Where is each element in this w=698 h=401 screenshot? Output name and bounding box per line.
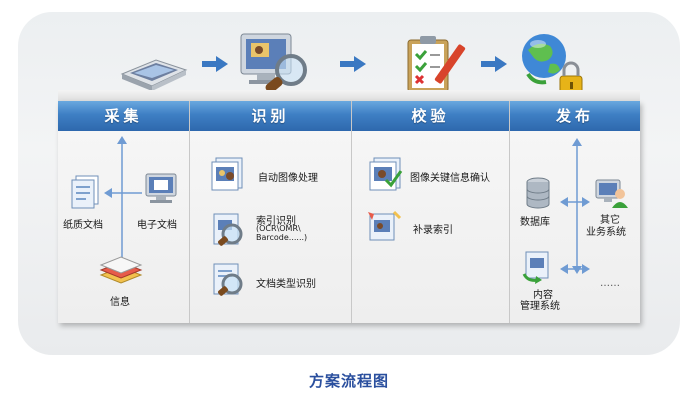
doc-type-icon: [213, 263, 243, 296]
label-electronic-doc: 电子文档: [137, 220, 177, 231]
key-info-icon: [369, 157, 403, 191]
diagram-caption: 方案流程图: [308, 372, 389, 390]
auto-image-icon: [211, 157, 243, 191]
globe-lock-icon: [522, 34, 583, 97]
column-header-recognize: 识别: [190, 101, 351, 131]
column-header-publish: 发布: [510, 101, 640, 131]
stage-arrow-2: [340, 56, 366, 72]
label-info: 信息: [110, 297, 130, 308]
top-shelf: [58, 90, 640, 102]
label-database: 数据库: [520, 217, 550, 228]
column-collect: 采集: [58, 101, 190, 323]
label-paper-doc: 纸质文档: [63, 220, 103, 231]
label-key-info: 图像关键信息确认: [410, 173, 490, 184]
label-auto-image: 自动图像处理: [258, 173, 318, 184]
stage-arrow-1: [202, 56, 228, 72]
database-icon: [526, 177, 550, 209]
label-other-line1: 其它: [600, 215, 620, 226]
column-header-verify: 校验: [352, 101, 509, 131]
label-supplement: 补录索引: [413, 225, 453, 236]
supplement-index-icon: [368, 210, 402, 241]
electronic-doc-icon: [145, 173, 177, 203]
collect-vertical-arrow: [117, 136, 127, 258]
column-publish: 发布: [510, 101, 640, 323]
label-index-line3: Barcode......): [256, 233, 308, 242]
monitor-magnifier-icon: [240, 33, 307, 93]
publish-horizontal-arrow-bottom: [560, 264, 590, 274]
collect-horizontal-arrow: [104, 188, 142, 198]
label-content-line1: 内容: [533, 290, 553, 301]
content-system-icon: [522, 251, 549, 284]
index-recognition-icon: [213, 213, 243, 246]
other-system-icon: [595, 179, 628, 208]
clipboard-check-icon: [407, 36, 466, 93]
label-index-line2: (OCR\OMR\: [256, 224, 301, 233]
stage-arrow-3: [481, 56, 507, 72]
flow-board: 采集 识别 校验 发布: [58, 101, 640, 323]
label-doc-type: 文档类型识别: [256, 279, 316, 290]
column-verify: 校验: [352, 101, 510, 323]
info-stack-icon: [99, 256, 143, 284]
publish-horizontal-arrow-top: [560, 197, 590, 207]
label-other-line2: 业务系统: [586, 227, 626, 238]
paper-doc-icon: [71, 175, 99, 209]
label-more: ……: [600, 278, 620, 289]
label-content-line2: 管理系统: [520, 301, 560, 312]
label-index-line1: 索引识别: [256, 216, 296, 227]
column-header-collect: 采集: [58, 101, 189, 131]
publish-vertical-arrow: [572, 138, 582, 274]
scanner-icon: [120, 59, 188, 91]
